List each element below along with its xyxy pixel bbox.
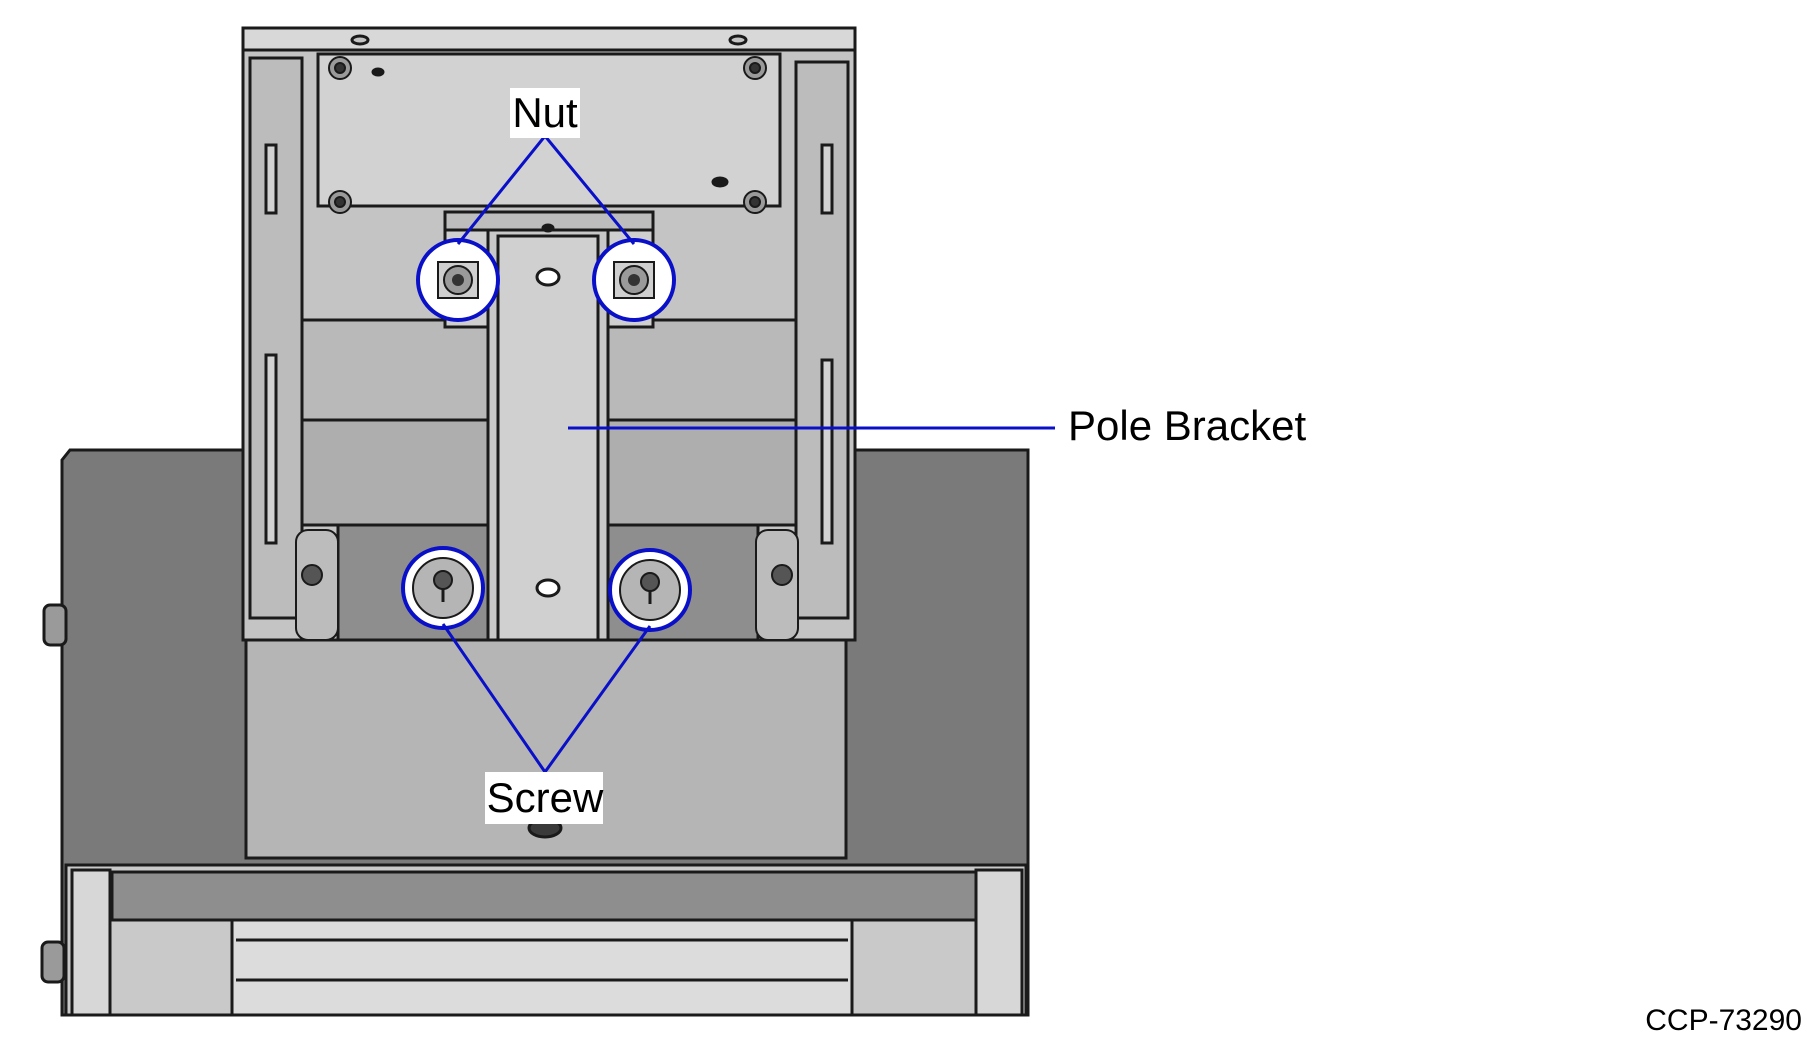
plate-screw-icon bbox=[743, 190, 767, 214]
side-bosses bbox=[295, 529, 799, 641]
nut-callouts bbox=[416, 238, 676, 322]
pole-bracket-label: Pole Bracket bbox=[1068, 402, 1306, 449]
labels: Nut Screw Pole Bracket CCP-73290 bbox=[485, 88, 1802, 1037]
mount-front-box bbox=[244, 638, 848, 860]
screw-icon bbox=[401, 546, 485, 630]
screw-label: Screw bbox=[487, 774, 604, 821]
nut-icon bbox=[592, 238, 676, 322]
plate-screw-icon bbox=[328, 56, 352, 80]
side-rails bbox=[248, 56, 850, 620]
screw-callouts bbox=[401, 546, 692, 632]
lower-assembly bbox=[64, 863, 1028, 1017]
figure-id: CCP-73290 bbox=[1645, 1004, 1802, 1033]
plate-screw-icon bbox=[328, 190, 352, 214]
pole-bracket bbox=[486, 223, 610, 642]
plate-screw-icon bbox=[743, 56, 767, 80]
screw-icon bbox=[608, 548, 692, 632]
plate-screws bbox=[328, 56, 767, 214]
nut-icon bbox=[416, 238, 500, 322]
nut-label: Nut bbox=[512, 89, 578, 136]
